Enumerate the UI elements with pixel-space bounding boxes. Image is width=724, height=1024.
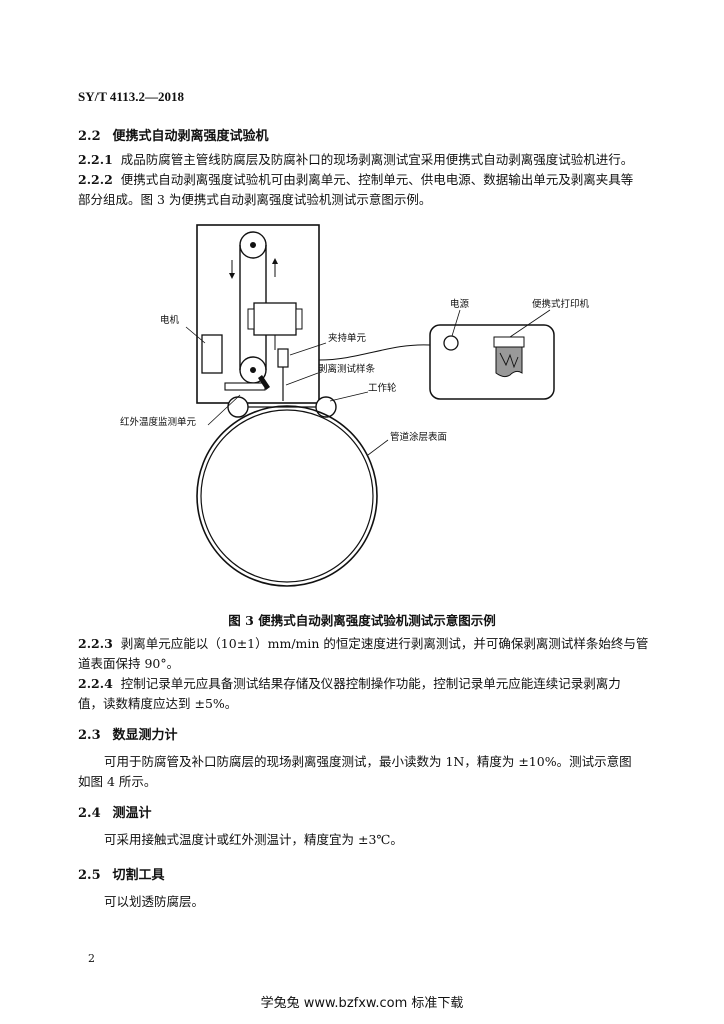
clamp-leader (289, 342, 327, 356)
standard-code: SY/T 4113.2—2018 (78, 89, 184, 104)
clause-2-2-4-line2: 值，读数精度应达到 ±5%。 (78, 696, 238, 711)
ir-sensor-plate (224, 382, 266, 391)
section-2-4-heading: 2.4 测温计 (78, 802, 152, 821)
pipe-leader (367, 439, 389, 456)
ir-leader (207, 394, 241, 426)
power-indicator (443, 335, 459, 351)
clause-2-2-2-line1: 2.2.2 便携式自动剥离强度试验机可由剥离单元、控制单元、供电电源、数据输出单元… (78, 170, 633, 190)
top-pulley-hub (250, 242, 256, 248)
clamp-unit (277, 348, 289, 368)
figure-3-diagram: 电机 电源 便携式打印机 夹持单元 剥离测试样条 工作轮 红外温度监测单元 管道… (120, 224, 590, 587)
section-2-5-heading: 2.5 切割工具 (78, 864, 165, 883)
motor-leader (185, 326, 206, 344)
ir-sensor-nozzle (258, 375, 270, 390)
clause-number: 2.2.4 (78, 676, 113, 691)
clause-2-2-4-line1: 2.2.4 控制记录单元应具备测试结果存储及仪器控制操作功能，控制记录单元应能连续… (78, 674, 621, 694)
section-title: 便携式自动剥离强度试验机 (112, 129, 269, 144)
section-number: 2.3 (78, 728, 101, 743)
label-sample: 剥离测试样条 (318, 363, 376, 375)
section-2-3-line1: 可用于防腐管及补口防腐层的现场剥离强度测试，最小读数为 1N，精度为 ±10%。… (104, 754, 632, 769)
pipe-inner (200, 409, 374, 583)
section-2-2-heading: 2.2 便携式自动剥离强度试验机 (78, 125, 269, 144)
pipe-outer (196, 405, 378, 587)
section-2-4-text: 可采用接触式温度计或红外测温计，精度宜为 ±3℃。 (104, 832, 403, 847)
clause-2-2-2-line2: 部分组成。图 3 为便携式自动剥离强度试验机测试示意图示例。 (78, 192, 432, 207)
printer-paper (495, 346, 523, 378)
section-number: 2.5 (78, 868, 101, 883)
section-title: 数显测力计 (112, 728, 178, 743)
printer-trace (499, 352, 519, 369)
clause-number: 2.2.1 (78, 152, 113, 167)
label-power: 电源 (450, 298, 470, 310)
wheel-leader (329, 391, 369, 402)
clause-2-2-3-line1: 2.2.3 剥离单元应能以（10±1）mm/min 的恒定速度进行剥离测试，并可确… (78, 634, 648, 654)
housing-box (196, 224, 320, 404)
up-arrowhead (272, 258, 278, 264)
section-number: 2.4 (78, 806, 101, 821)
section-number: 2.2 (78, 129, 101, 144)
page-number: 2 (88, 952, 95, 965)
label-motor: 电机 (160, 314, 180, 326)
watermark-footer: 学兔兔 www.bzfxw.com 标准下载 (260, 996, 464, 1011)
section-title: 测温计 (112, 806, 152, 821)
clause-text: 便携式自动剥离强度试验机可由剥离单元、控制单元、供电电源、数据输出单元及剥离夹具… (120, 172, 634, 187)
section-2-3-line2: 如图 4 所示。 (78, 774, 157, 789)
printer-leader (509, 309, 551, 338)
signal-cable (318, 344, 431, 361)
label-wheel: 工作轮 (368, 382, 397, 394)
clause-text: 成品防腐管主管线防腐层及防腐补口的现场剥离测试宜采用便携式自动剥离强度试验机进行… (120, 152, 634, 167)
section-2-3-heading: 2.3 数显测力计 (78, 724, 178, 743)
clause-number: 2.2.2 (78, 172, 113, 187)
label-ir-sensor: 红外温度监测单元 (120, 416, 197, 428)
label-pipe-surface: 管道涂层表面 (390, 431, 447, 443)
power-leader (451, 309, 461, 337)
section-title: 切割工具 (112, 868, 165, 883)
load-cell (253, 302, 297, 336)
label-clamp: 夹持单元 (328, 332, 367, 344)
clause-text: 控制记录单元应具备测试结果存储及仪器控制操作功能，控制记录单元应能连续记录剥离力 (120, 676, 621, 691)
clause-2-2-3-line2: 道表面保持 90°。 (78, 656, 180, 671)
label-printer: 便携式打印机 (532, 298, 590, 310)
load-cell-left-tab (247, 308, 255, 330)
clause-2-2-1: 2.2.1 成品防腐管主管线防腐层及防腐补口的现场剥离测试宜采用便携式自动剥离强度… (78, 150, 633, 170)
clause-number: 2.2.3 (78, 636, 113, 651)
down-arrowhead (229, 273, 235, 279)
clause-text: 剥离单元应能以（10±1）mm/min 的恒定速度进行剥离测试，并可确保剥离测试… (120, 636, 649, 651)
figure-3-caption: 图 3 便携式自动剥离强度试验机测试示意图示例 (228, 613, 496, 628)
motor-box (201, 334, 223, 374)
sample-leader (285, 372, 319, 386)
load-cell-right-tab (295, 308, 303, 330)
left-wheel (227, 396, 249, 418)
printer-slot (493, 336, 525, 348)
controller-box (429, 324, 555, 400)
bottom-pulley-hub (250, 367, 256, 373)
section-2-5-text: 可以划透防腐层。 (104, 894, 205, 909)
